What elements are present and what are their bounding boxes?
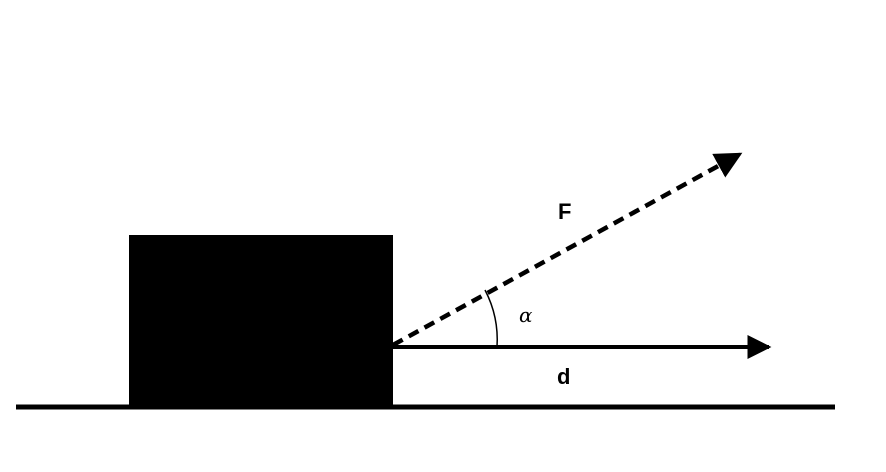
force-arrow [391,152,743,347]
block [129,235,393,409]
angle-arc [484,289,498,348]
displacement-label: d [557,364,570,389]
angle-label: α [519,303,533,327]
force-label: F [558,199,571,224]
